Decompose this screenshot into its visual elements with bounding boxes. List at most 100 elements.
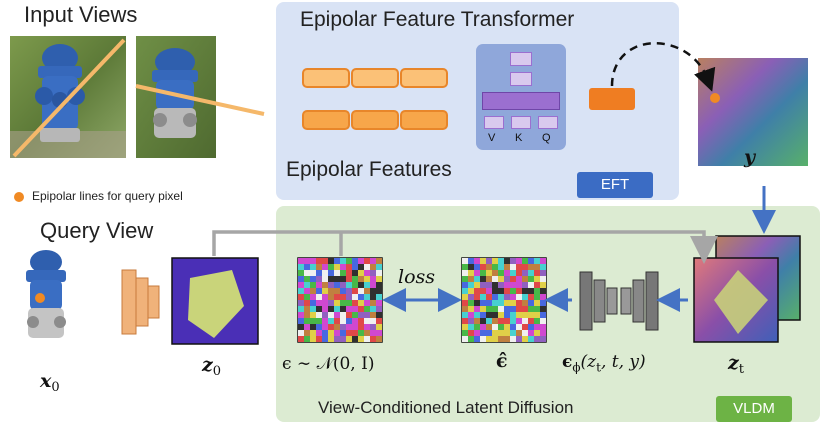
eft-tag: EFT xyxy=(577,172,653,198)
noise-cell xyxy=(522,294,528,300)
noise-cell xyxy=(340,306,346,312)
noise-cell xyxy=(298,270,304,276)
noise-cell xyxy=(322,318,328,324)
denoiser-unet xyxy=(579,271,659,331)
noise-cell xyxy=(516,288,522,294)
noise-cell xyxy=(498,276,504,282)
noise-cell xyxy=(480,336,486,342)
noise-cell xyxy=(516,276,522,282)
noise-cell xyxy=(504,294,510,300)
noise-cell xyxy=(376,270,382,276)
noise-cell xyxy=(304,306,310,312)
noise-cell xyxy=(510,318,516,324)
noise-cell xyxy=(528,276,534,282)
noise-cell xyxy=(334,270,340,276)
noise-cell xyxy=(522,318,528,324)
noise-cell xyxy=(346,258,352,264)
noise-cell xyxy=(522,306,528,312)
noise-cell xyxy=(370,318,376,324)
noise-cell xyxy=(516,270,522,276)
noise-cell xyxy=(468,336,474,342)
noise-cell xyxy=(540,312,546,318)
noise-cell xyxy=(328,294,334,300)
noise-cell xyxy=(510,300,516,306)
noise-cell xyxy=(334,306,340,312)
noise-cell xyxy=(468,324,474,330)
epsilon-hat-label: ϵ̂ xyxy=(496,350,508,372)
zt-stack xyxy=(693,235,801,343)
noise-cell xyxy=(376,330,382,336)
noise-cell xyxy=(352,288,358,294)
noise-cell xyxy=(534,336,540,342)
noise-cell xyxy=(322,306,328,312)
noise-cell xyxy=(322,270,328,276)
noise-cell xyxy=(316,306,322,312)
noise-cell xyxy=(540,294,546,300)
noise-cell xyxy=(528,306,534,312)
noise-cell xyxy=(468,312,474,318)
noise-cell xyxy=(528,270,534,276)
noise-cell xyxy=(304,330,310,336)
noise-cell xyxy=(540,318,546,324)
noise-cell xyxy=(328,276,334,282)
noise-cell xyxy=(492,306,498,312)
noise-cell xyxy=(528,294,534,300)
noise-cell xyxy=(364,258,370,264)
noise-cell xyxy=(462,258,468,264)
noise-cell xyxy=(304,300,310,306)
noise-cell xyxy=(534,288,540,294)
noise-cell xyxy=(462,330,468,336)
noise-cell xyxy=(364,282,370,288)
noise-cell xyxy=(334,258,340,264)
noise-cell xyxy=(352,300,358,306)
noise-cell xyxy=(516,258,522,264)
noise-cell xyxy=(480,288,486,294)
noise-cell xyxy=(346,330,352,336)
noise-cell xyxy=(370,300,376,306)
noise-cell xyxy=(540,324,546,330)
noise-cell xyxy=(304,312,310,318)
noise-cell xyxy=(304,324,310,330)
query-hydrant-image xyxy=(26,250,66,338)
noise-cell xyxy=(376,336,382,342)
noise-cell xyxy=(486,270,492,276)
noise-cell xyxy=(510,336,516,342)
noise-cell xyxy=(540,276,546,282)
noise-cell xyxy=(370,276,376,282)
noise-cell xyxy=(540,288,546,294)
attn-output-bar xyxy=(482,92,560,110)
noise-cell xyxy=(498,330,504,336)
noise-cell xyxy=(376,306,382,312)
noise-cell xyxy=(510,258,516,264)
noise-cell xyxy=(304,258,310,264)
noise-cell xyxy=(492,282,498,288)
noise-cell xyxy=(364,306,370,312)
noise-cell xyxy=(310,276,316,282)
noise-cell xyxy=(468,306,474,312)
noise-cell xyxy=(310,306,316,312)
noise-cell xyxy=(504,330,510,336)
noise-cell xyxy=(328,336,334,342)
query-pixel-dot xyxy=(710,93,720,103)
noise-cell xyxy=(528,318,534,324)
noise-cell xyxy=(322,336,328,342)
noise-cell xyxy=(486,288,492,294)
noise-cell xyxy=(358,288,364,294)
noise-cell xyxy=(358,264,364,270)
noise-cell xyxy=(370,312,376,318)
noise-cell xyxy=(340,258,346,264)
noise-cell xyxy=(474,306,480,312)
noise-cell xyxy=(328,258,334,264)
noise-cell xyxy=(310,318,316,324)
noise-cell xyxy=(462,312,468,318)
noise-cell xyxy=(480,258,486,264)
noise-cell xyxy=(504,324,510,330)
noise-cell xyxy=(522,276,528,282)
noise-cell xyxy=(364,324,370,330)
noise-cell xyxy=(352,336,358,342)
noise-cell xyxy=(358,282,364,288)
noise-cell xyxy=(486,300,492,306)
noise-cell xyxy=(352,282,358,288)
noise-cell xyxy=(528,282,534,288)
noise-cell xyxy=(540,282,546,288)
